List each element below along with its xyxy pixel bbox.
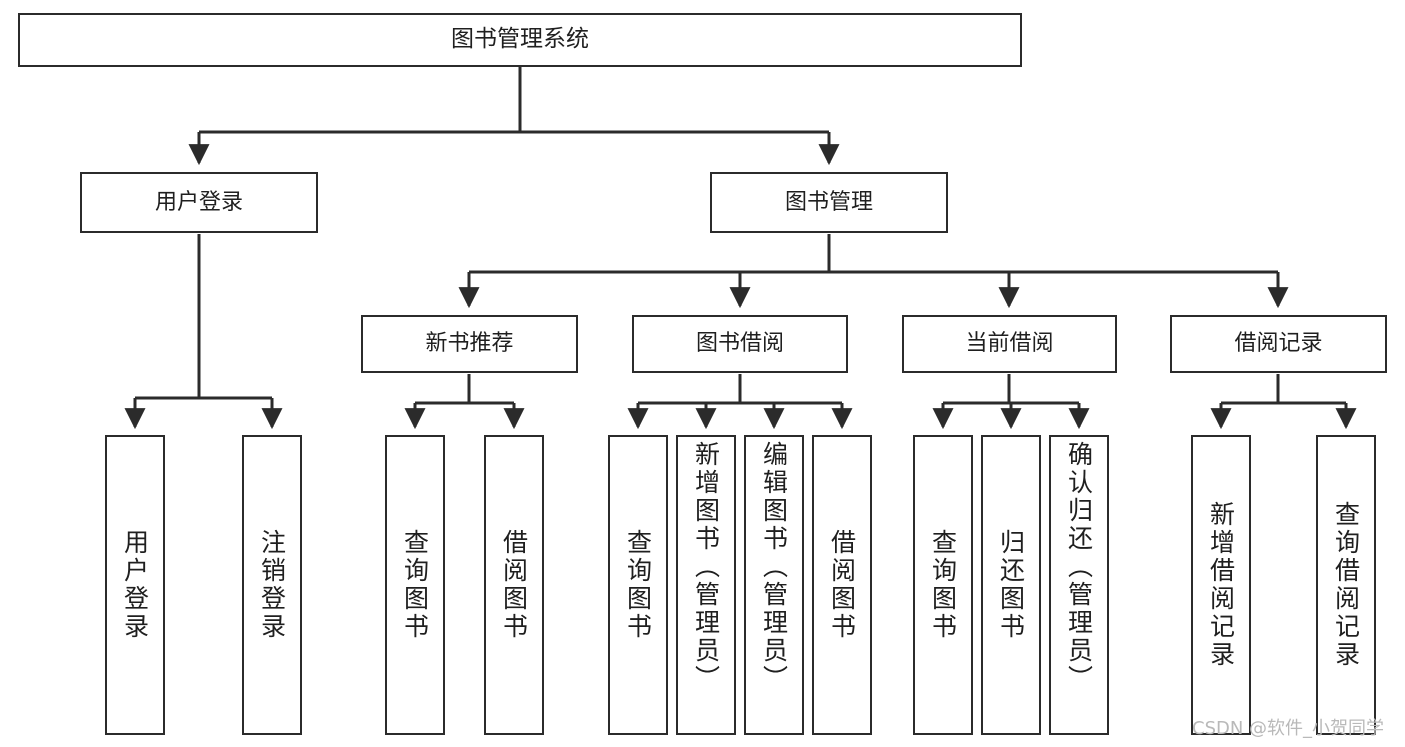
leaf-query-book-current[interactable]: 查询图书 xyxy=(913,435,973,735)
node-root-system[interactable]: 图书管理系统 xyxy=(18,13,1022,67)
leaf-query-borrow-record-label: 查询借阅记录 xyxy=(1331,501,1361,669)
leaf-borrow-book-new-label: 借阅图书 xyxy=(499,529,529,641)
leaf-add-borrow-record[interactable]: 新增借阅记录 xyxy=(1191,435,1251,735)
edges-book-management xyxy=(458,234,1289,309)
leaf-query-borrow-record[interactable]: 查询借阅记录 xyxy=(1316,435,1376,735)
node-new-book-recommend-label: 新书推荐 xyxy=(425,331,514,357)
leaf-edit-book-admin-label: 编辑图书（管理员） xyxy=(759,441,789,693)
leaf-user-login-label: 用户登录 xyxy=(120,529,150,641)
node-book-borrow-label: 图书借阅 xyxy=(695,331,784,357)
leaf-query-book-current-label: 查询图书 xyxy=(928,529,958,641)
leaf-confirm-return-admin-label: 确认归还（管理员） xyxy=(1064,441,1094,693)
leaf-borrow-book-new[interactable]: 借阅图书 xyxy=(484,435,544,735)
leaf-logout-label: 注销登录 xyxy=(257,529,287,641)
edges-current-borrow xyxy=(932,374,1090,430)
node-user-login[interactable]: 用户登录 xyxy=(80,172,318,233)
leaf-user-login[interactable]: 用户登录 xyxy=(105,435,165,735)
leaf-query-book-new[interactable]: 查询图书 xyxy=(385,435,445,735)
leaf-add-book-admin[interactable]: 新增图书（管理员） xyxy=(676,435,736,735)
node-borrow-record[interactable]: 借阅记录 xyxy=(1170,315,1387,373)
edges-user-login xyxy=(124,234,283,430)
leaf-logout[interactable]: 注销登录 xyxy=(242,435,302,735)
leaf-query-book-borrow[interactable]: 查询图书 xyxy=(608,435,668,735)
node-book-management-label: 图书管理 xyxy=(784,189,873,215)
edges-borrow-record xyxy=(1210,374,1357,430)
node-current-borrow-label: 当前借阅 xyxy=(965,331,1054,357)
leaf-query-book-new-label: 查询图书 xyxy=(400,529,430,641)
leaf-edit-book-admin[interactable]: 编辑图书（管理员） xyxy=(744,435,804,735)
leaf-return-book[interactable]: 归还图书 xyxy=(981,435,1041,735)
node-current-borrow[interactable]: 当前借阅 xyxy=(902,315,1117,373)
leaf-confirm-return-admin[interactable]: 确认归还（管理员） xyxy=(1049,435,1109,735)
leaf-add-book-admin-label: 新增图书（管理员） xyxy=(691,441,721,693)
node-user-login-label: 用户登录 xyxy=(154,189,243,215)
leaf-return-book-label: 归还图书 xyxy=(996,529,1026,641)
node-new-book-recommend[interactable]: 新书推荐 xyxy=(361,315,578,373)
leaf-borrow-book-label: 借阅图书 xyxy=(827,529,857,641)
edges-new-book xyxy=(404,374,525,430)
node-root-system-label: 图书管理系统 xyxy=(451,26,589,53)
node-book-management[interactable]: 图书管理 xyxy=(710,172,948,233)
leaf-borrow-book[interactable]: 借阅图书 xyxy=(812,435,872,735)
leaf-query-book-borrow-label: 查询图书 xyxy=(623,529,653,641)
node-borrow-record-label: 借阅记录 xyxy=(1234,331,1323,357)
leaf-add-borrow-record-label: 新增借阅记录 xyxy=(1206,501,1236,669)
edges-book-borrow xyxy=(627,374,853,430)
node-book-borrow[interactable]: 图书借阅 xyxy=(632,315,848,373)
edges-root xyxy=(188,67,840,166)
